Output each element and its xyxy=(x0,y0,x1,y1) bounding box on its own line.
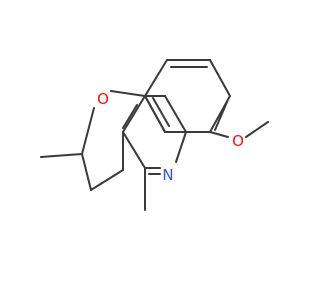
bond-omethoxy-methyl xyxy=(245,121,269,138)
bond-n5-c5a xyxy=(175,131,187,163)
bond-ring-left-inner xyxy=(152,97,170,127)
bond-c7-c8-inner xyxy=(214,101,228,131)
bond-c6-omethoxy xyxy=(209,131,229,138)
bond-c9b-c3a xyxy=(122,95,146,133)
bond-c3-c3a xyxy=(90,169,124,191)
substituents xyxy=(40,121,269,211)
bond-o1-c2 xyxy=(81,107,95,155)
benzene-ring xyxy=(144,59,231,133)
bond-c9a-c5a xyxy=(164,95,187,133)
molecule-canvas: O O N xyxy=(40,59,269,211)
bond-c2-c3 xyxy=(81,153,92,191)
pyridine-ring xyxy=(122,95,187,175)
bond-c9-c9a xyxy=(144,59,168,97)
bond-c9b-o1 xyxy=(110,90,146,97)
dihydrofuran-ring xyxy=(81,90,146,191)
atom-oxygen-methoxy: O xyxy=(232,132,244,150)
bond-c3a-c4 xyxy=(122,131,146,169)
atom-nitrogen: N xyxy=(162,166,173,184)
atom-oxygen-ring: O xyxy=(97,90,109,108)
bond-c2-methyl xyxy=(40,153,83,158)
bond-c9b-c9a-dbl xyxy=(122,104,138,129)
bond-c3a-c9b-link xyxy=(144,95,166,133)
bond-c7-c8 xyxy=(209,59,231,97)
molecule-structure: O O N xyxy=(40,59,269,211)
